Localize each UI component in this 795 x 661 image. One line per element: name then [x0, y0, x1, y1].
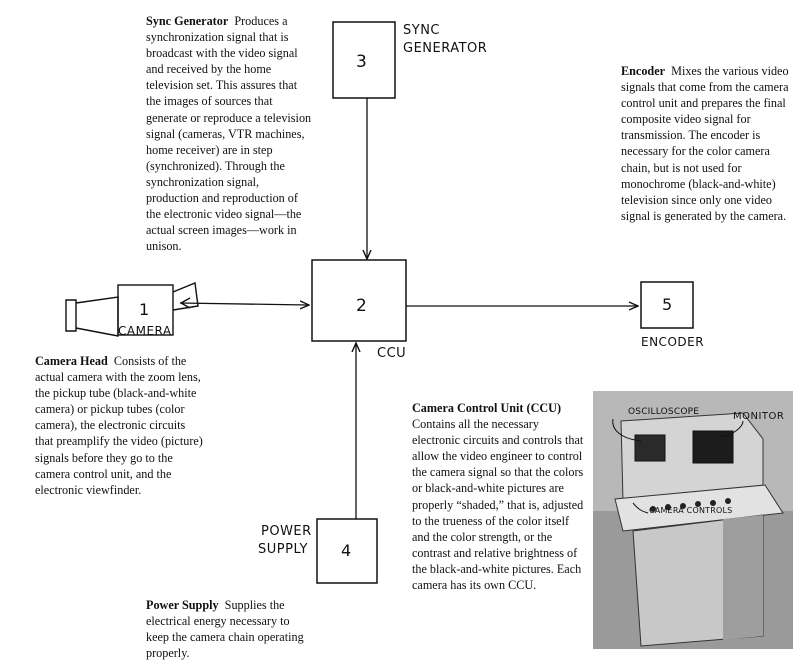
sync-generator-label-line2: GENERATOR	[403, 41, 488, 56]
power-supply-title: Power Supply	[146, 598, 219, 612]
power-supply-label-line2: SUPPLY	[258, 542, 308, 557]
ccu-description: Camera Control Unit (CCU) Contains all t…	[412, 400, 584, 593]
sync-generator-body: Produces a synchronization signal that i…	[146, 14, 312, 254]
ccu-label: CCU	[377, 346, 407, 361]
camera-head-title: Camera Head	[35, 354, 108, 368]
camera-label: CAMERA	[118, 324, 172, 338]
ccu-body: Contains all the necessary electronic ci…	[412, 417, 584, 593]
power-supply-box	[316, 518, 378, 584]
sync-generator-number: 3	[356, 52, 368, 72]
sync-generator-title: Sync Generator	[146, 14, 229, 28]
camera-ccu-arrow	[179, 303, 308, 305]
sync-generator-box	[332, 21, 396, 99]
ccu-console-photo: OSCILLOSCOPE MONITOR CAMERA CONTROLS	[593, 391, 793, 649]
ccu-number: 2	[356, 296, 368, 316]
ccu-console-illustration	[593, 391, 793, 649]
ccu-box	[311, 259, 407, 342]
sync-generator-label-line1: SYNC	[403, 23, 440, 38]
encoder-label: ENCODER	[641, 335, 705, 349]
encoder-body: Mixes the various video signals that com…	[621, 64, 789, 223]
sync-generator-description: Sync Generator Produces a synchronizatio…	[146, 13, 314, 254]
power-supply-description: Power Supply Supplies the electrical ene…	[146, 597, 308, 661]
encoder-number: 5	[662, 295, 673, 314]
camera-controls-label: CAMERA CONTROLS	[649, 506, 733, 515]
ccu-title: Camera Control Unit (CCU)	[412, 401, 562, 415]
power-supply-label-line1: POWER	[261, 524, 312, 539]
monitor-label: MONITOR	[733, 411, 785, 422]
camera-number: 1	[139, 300, 150, 319]
encoder-title: Encoder	[621, 64, 666, 78]
power-supply-body: Supplies the electrical energy necessary…	[146, 598, 304, 661]
encoder-description: Encoder Mixes the various video signals …	[621, 63, 791, 224]
camera-head-description: Camera Head Consists of the actual camer…	[35, 353, 205, 498]
camera-head-body: Consists of the actual camera with the z…	[35, 354, 203, 497]
oscilloscope-label: OSCILLOSCOPE	[628, 407, 700, 417]
camera-drawing	[65, 282, 199, 337]
power-supply-number: 4	[341, 541, 352, 560]
encoder-box	[640, 281, 694, 329]
